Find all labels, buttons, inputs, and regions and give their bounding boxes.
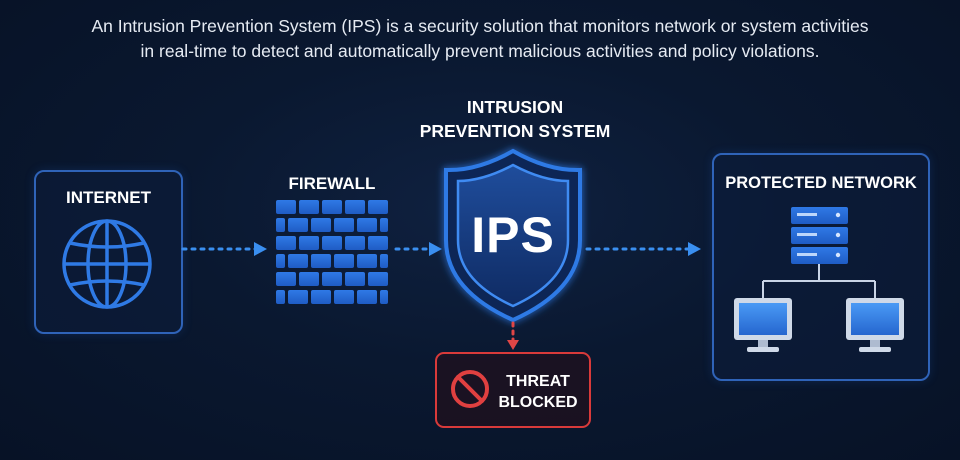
internet-label: INTERNET (66, 188, 151, 207)
monitor-icon (846, 298, 904, 352)
protected-network-label: PROTECTED NETWORK (725, 174, 917, 192)
network-connector (762, 264, 876, 298)
ips-title-line-1: INTRUSION (466, 97, 564, 117)
arrow-firewall-to-ips (394, 242, 442, 256)
monitor-icon (734, 298, 792, 352)
ips-shield-text: IPS (471, 207, 555, 263)
arrow-ips-to-network (585, 242, 701, 256)
intro-text: An Intrusion Prevention System (IPS) is … (0, 14, 960, 64)
firewall-label: FIREWALL (288, 174, 376, 193)
brick-wall-icon (276, 200, 388, 304)
threat-blocked-label: THREAT BLOCKED (494, 371, 582, 413)
server-stack-icon (791, 207, 848, 264)
intro-line-1: An Intrusion Prevention System (IPS) is … (91, 16, 869, 36)
threat-line-2: BLOCKED (498, 394, 578, 411)
no-entry-icon (451, 370, 489, 408)
arrow-ips-to-threat (507, 321, 519, 350)
arrow-internet-to-firewall (181, 242, 267, 256)
shield-icon (444, 148, 582, 323)
threat-blocked-box (435, 352, 591, 428)
ips-title: INTRUSION PREVENTION SYSTEM (400, 95, 630, 143)
protected-network-box (712, 153, 930, 381)
globe-icon (62, 219, 152, 309)
intro-line-2: in real-time to detect and automatically… (140, 41, 820, 61)
threat-line-1: THREAT (506, 373, 570, 390)
ips-title-line-2: PREVENTION SYSTEM (419, 121, 611, 141)
